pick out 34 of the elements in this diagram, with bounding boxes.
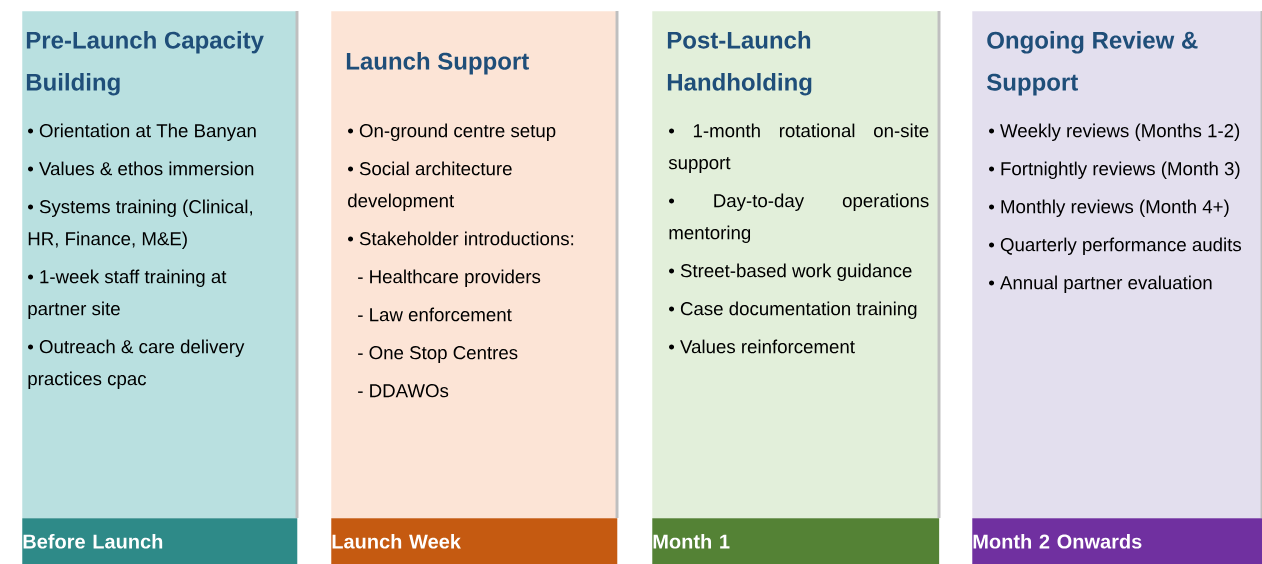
bullet-item: • Outreach & care delivery practices cpac — [28, 339, 245, 389]
column-heading: Post-Launch Handholding — [667, 31, 812, 96]
bullet-item: • Social architecture development — [348, 161, 512, 211]
timeline-band: Month 1 — [652, 518, 940, 564]
bullet-item: • Fortnightly reviews (Month 3) — [989, 161, 1240, 179]
bullet-item: • Annual partner evaluation — [989, 275, 1212, 293]
timeline-band: Launch Week — [331, 518, 618, 564]
bullet-item: • Values reinforcement — [669, 339, 855, 354]
bullet-item: • Weekly reviews (Months 1-2) — [989, 123, 1240, 141]
bullet-item: - One Stop Centres — [358, 346, 518, 363]
phase-column — [972, 11, 1262, 519]
bullet-item: • Street-based work guidance — [669, 263, 912, 281]
column-heading: Launch Support — [346, 52, 529, 75]
bullet-item: • 1-week staff training at partner site — [28, 269, 227, 319]
bullet-item: - Law enforcement — [358, 307, 512, 322]
phase-column — [331, 11, 619, 519]
column-heading: Ongoing Review & Support — [986, 31, 1198, 96]
bullet-item: • On-ground centre setup — [348, 123, 556, 141]
bullet-item: • Monthly reviews (Month 4+) — [989, 199, 1229, 217]
bullet-item: • 1-month rotational on-site support — [668, 123, 929, 173]
bullet-item: • Case documentation training — [669, 301, 917, 319]
column-heading: Pre-Launch Capacity Building — [26, 31, 264, 96]
timeline-band: Month 2 Onwards — [972, 518, 1262, 564]
bullet-item: - DDAWOs — [358, 384, 449, 398]
bullet-item: • Systems training (Clinical, HR, Finance, M&E) — [28, 199, 252, 249]
bullet-item: • Day-to-day operations mentoring — [669, 193, 929, 243]
bullet-item: • Orientation at The Banyan — [28, 123, 256, 141]
bullet-item: • Values & ethos immersion — [28, 161, 254, 176]
phase-column — [652, 11, 941, 519]
phase-column — [22, 11, 299, 519]
bullet-item: • Stakeholder introductions: — [348, 231, 574, 246]
bullet-item: • Quarterly performance audits — [989, 237, 1241, 255]
bullet-item: - Healthcare providers — [358, 269, 541, 287]
timeline-band: Before Launch — [22, 518, 298, 564]
